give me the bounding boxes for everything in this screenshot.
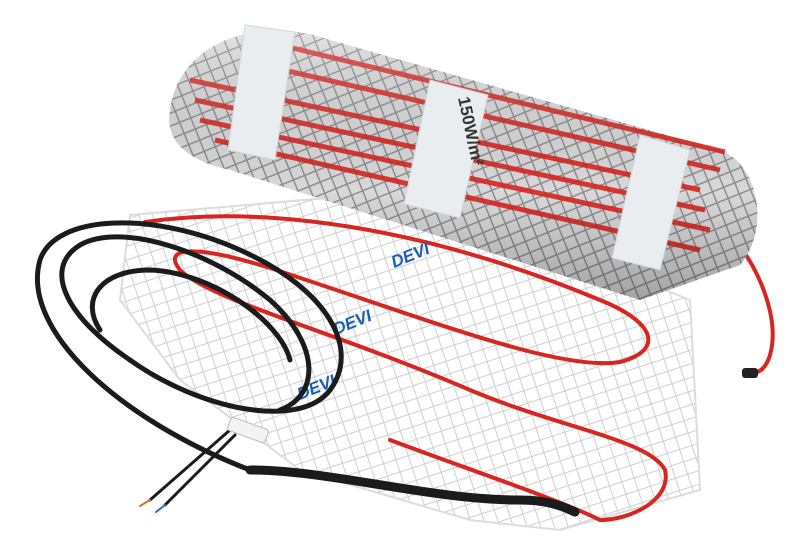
cable-end-cap [742,368,758,378]
cold-lead-cable [35,220,580,517]
cable-label-sleeve [227,416,269,444]
lead-wire-ends [139,499,166,513]
mesh-roll [169,24,758,300]
heating-cable-flat [143,214,775,522]
